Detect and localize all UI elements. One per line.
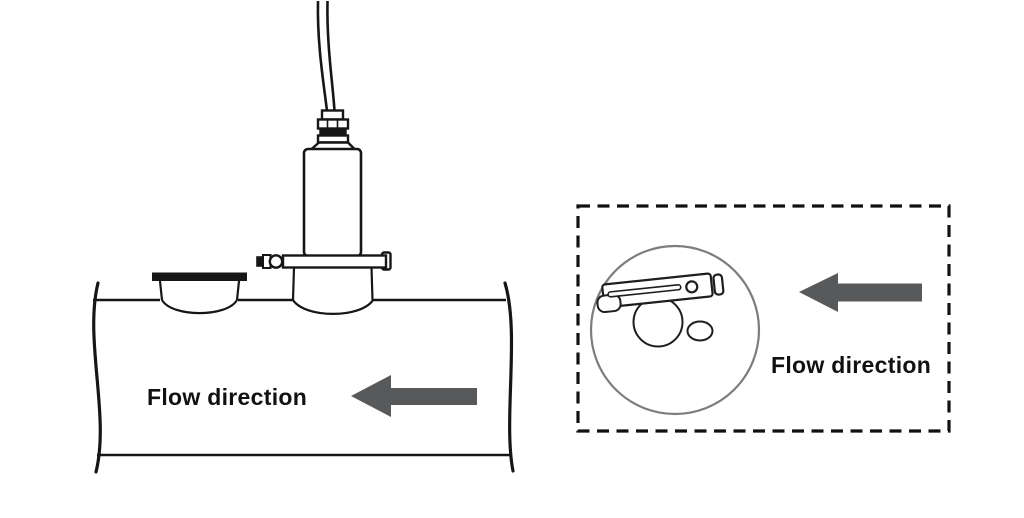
pipe-break-right [503, 281, 515, 473]
clamp-bolt-head [268, 254, 284, 269]
pipe-break-left [92, 281, 102, 474]
port-dome [161, 299, 238, 315]
sensor-dome [292, 299, 374, 315]
sensor-neck [291, 267, 374, 301]
sensor-top-slot [607, 283, 682, 298]
flow-direction-label-top-view: Flow direction [771, 352, 932, 378]
top-view-inset [576, 204, 951, 433]
cable-gland [310, 109, 356, 151]
sensor-body [302, 147, 363, 258]
pipe-side-view [92, 281, 515, 474]
capped-port [152, 272, 247, 315]
sensor-top-hole [685, 280, 699, 294]
inset-dashed-border [576, 204, 951, 433]
port-neck [158, 280, 241, 301]
sensor-side-view [256, 0, 392, 315]
sensor-top-view [596, 272, 725, 314]
clamp-band [256, 251, 392, 271]
sensor-top-end-cap [712, 273, 725, 296]
flow-arrow-left-icon [351, 375, 477, 417]
flow-arrow-right-icon [799, 273, 922, 312]
sensor-cable [316, 0, 336, 112]
gasket-top-view [686, 320, 714, 342]
port-cap [152, 272, 247, 281]
flow-direction-label-side-view: Flow direction [147, 384, 308, 410]
